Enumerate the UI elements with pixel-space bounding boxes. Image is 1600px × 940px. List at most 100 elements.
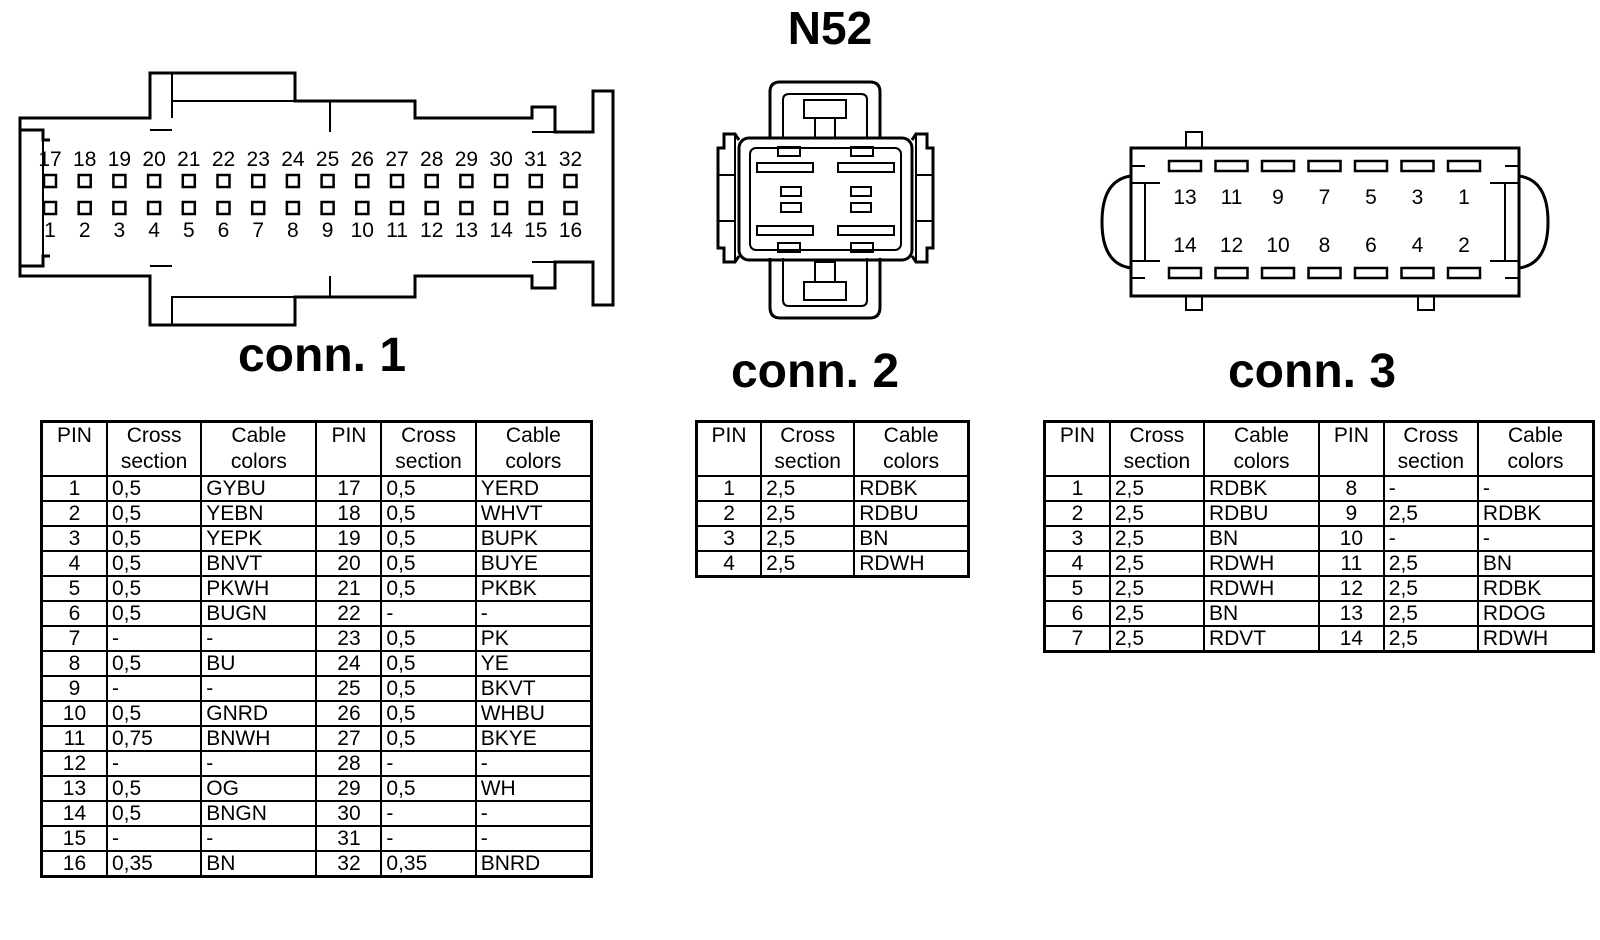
pin-label: 9 [322,219,334,242]
pin-number-cell: 5 [40,575,108,602]
cross-section-cell: - [380,600,477,627]
cross-section-cell: - [380,800,477,827]
cross-section-cell: 0,5 [105,475,203,502]
pin-number-cell: 9 [40,675,108,702]
pin-slot [493,173,509,189]
pin-label: 27 [385,148,408,171]
cross-section-cell: 0,5 [380,775,477,802]
pin-number-cell: 1 [40,475,108,502]
pin-slot [563,200,578,216]
pin-slot [424,173,439,189]
cross-section-cell: 0,5 [105,500,203,527]
cross-section-cell: 0,5 [380,650,477,677]
pin-number-cell: 28 [315,750,383,777]
pin-number-cell: 4 [40,550,108,577]
pin-label: 29 [455,148,478,171]
pin-number-cell: 4 [695,550,763,578]
cable-color-cell: BNGN [200,800,318,827]
pin-label: 21 [177,148,200,171]
cable-color-cell: YERD [474,475,593,502]
connector-2-title: conn. 2 [730,345,900,398]
cross-section-cell: 0,5 [105,525,203,552]
cable-color-cell: RDBK [1476,575,1595,602]
pin-label: 2 [79,219,91,242]
cross-section-cell: 2,5 [1108,550,1205,577]
cross-section-cell: 0,5 [105,650,203,677]
cable-color-cell: RDBK [1476,500,1595,527]
cable-color-cell: RDWH [1202,550,1320,577]
pin-slot [181,173,197,189]
pin-slot [320,200,335,216]
table-row: 12--28-- [40,750,593,777]
pin-label: 17 [38,148,61,171]
cross-section-cell: 0,5 [380,500,477,527]
pin-slot [459,200,474,216]
cross-section-cell: 2,5 [760,500,856,527]
cross-section-cell: 0,5 [380,625,477,652]
pin-label: 10 [351,219,374,242]
cable-color-cell: RDVT [1202,625,1320,653]
pin-label: 15 [524,219,547,242]
pin-number-cell: 12 [1317,575,1385,602]
cable-color-cell: BUYE [474,550,593,577]
cable-color-cell: - [200,750,318,777]
pin-number-cell: 1 [695,475,763,502]
cable-color-cell: BN [1202,525,1320,552]
cross-section-cell: - [105,675,203,702]
cable-color-cell: RDBK [1202,475,1320,502]
pin-label: 30 [489,148,512,171]
cross-section-cell: 0,5 [105,575,203,602]
pin-label: 8 [287,219,299,242]
header-pin: PIN [40,420,108,477]
cross-section-cell: 2,5 [760,475,856,502]
cross-section-cell: - [105,825,203,852]
pin-number-cell: 10 [1317,525,1385,552]
cable-color-cell: RDBU [1202,500,1320,527]
pin-slot [285,200,301,216]
pin-number-cell: 16 [40,850,108,878]
pin-number-cell: 2 [695,500,763,527]
pin-number-cell: 29 [315,775,383,802]
cross-section-cell: 2,5 [1382,500,1479,527]
pin-number-cell: 17 [315,475,383,502]
pin-slot [528,173,544,189]
pin-slot [112,173,127,189]
pin-number-cell: 32 [315,850,383,878]
cross-section-cell: 2,5 [1108,625,1205,653]
pin-number-cell: 22 [315,600,383,627]
cross-section-cell: - [105,625,203,652]
pin-number-cell: 7 [40,625,108,652]
cable-color-cell: GNRD [200,700,318,727]
cross-section-cell: - [1382,475,1479,502]
pin-number-cell: 13 [1317,600,1385,627]
pin-number-cell: 10 [40,700,108,727]
cross-section-cell: 0,5 [380,550,477,577]
cross-section-cell: 0,5 [105,800,203,827]
cross-section-cell: 2,5 [1108,500,1205,527]
pin-label: 18 [73,148,96,171]
cable-color-cell: YEPK [200,525,318,552]
pin-slot [528,200,544,216]
pin-number-cell: 4 [1043,550,1111,577]
pin-label: 32 [559,148,582,171]
cable-color-cell: BN [1476,550,1595,577]
pin-slot [77,173,92,189]
cross-section-cell: 0,5 [380,475,477,502]
pin-label: 19 [108,148,131,171]
